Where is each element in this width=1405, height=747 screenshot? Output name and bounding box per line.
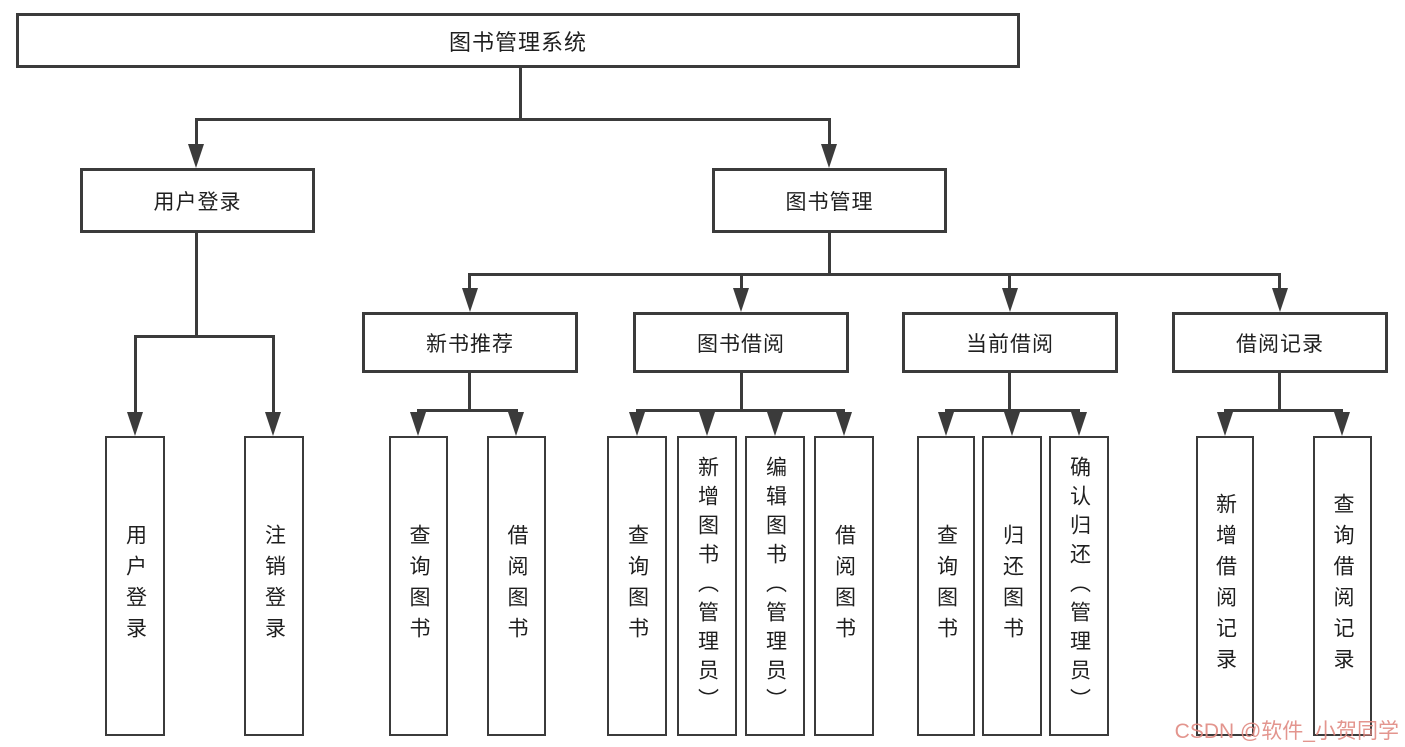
- node-borrow-records: 借阅记录: [1172, 312, 1388, 373]
- leaf-user-login: 用户登录: [105, 436, 165, 736]
- arrow-down-icon: [410, 412, 426, 436]
- leaf-newbook-borrow: 借阅图书: [487, 436, 546, 736]
- node-user-login: 用户登录: [80, 168, 315, 233]
- connector-borrow-drop: [740, 273, 743, 290]
- connector-borrow-stem: [740, 373, 743, 411]
- node-book-mgmt: 图书管理: [712, 168, 947, 233]
- connector-records-stem: [1278, 373, 1281, 411]
- arrow-down-icon: [508, 412, 524, 436]
- arrow-down-icon: [938, 412, 954, 436]
- node-new-book-recommend: 新书推荐: [362, 312, 578, 373]
- leaf-borrow-edit-admin: 编辑图书（管理员）: [745, 436, 805, 736]
- arrow-down-icon: [462, 288, 478, 312]
- connector-login-leaf2-drop: [272, 335, 275, 414]
- node-book-borrow-label: 图书借阅: [697, 332, 785, 356]
- leaf-current-query-label: 查询图书: [934, 524, 958, 648]
- arrow-down-icon: [1004, 412, 1020, 436]
- arrow-down-icon: [629, 412, 645, 436]
- node-new-book-label: 新书推荐: [426, 332, 514, 356]
- arrow-down-icon: [699, 412, 715, 436]
- connector-current-stem: [1008, 373, 1011, 411]
- leaf-borrow-add-admin-label: 新增图书（管理员）: [695, 455, 719, 717]
- arrow-down-icon: [836, 412, 852, 436]
- watermark: CSDN @软件_小贺同学: [1174, 720, 1399, 743]
- connector-login-leaf1-drop: [134, 335, 137, 414]
- leaf-records-add: 新增借阅记录: [1196, 436, 1254, 736]
- leaf-logout-label: 注销登录: [262, 524, 286, 648]
- arrow-down-icon: [821, 144, 837, 168]
- connector-login-split: [134, 335, 275, 338]
- connector-current-drop: [1008, 273, 1011, 290]
- node-borrow-records-label: 借阅记录: [1236, 332, 1324, 356]
- node-root: 图书管理系统: [16, 13, 1020, 68]
- arrow-down-icon: [1272, 288, 1288, 312]
- node-current-borrow: 当前借阅: [902, 312, 1118, 373]
- leaf-current-confirm-admin-label: 确认归还（管理员）: [1067, 455, 1091, 717]
- node-user-login-label: 用户登录: [153, 190, 242, 214]
- leaf-newbook-query: 查询图书: [389, 436, 448, 736]
- leaf-logout: 注销登录: [244, 436, 304, 736]
- arrow-down-icon: [767, 412, 783, 436]
- arrow-down-icon: [1334, 412, 1350, 436]
- leaf-current-return: 归还图书: [982, 436, 1042, 736]
- leaf-newbook-borrow-label: 借阅图书: [505, 524, 528, 648]
- connector-level2-split: [195, 118, 831, 121]
- connector-current-split: [945, 409, 1080, 412]
- leaf-newbook-query-label: 查询图书: [407, 524, 430, 648]
- connector-newbook-split: [417, 409, 518, 412]
- connector-level3-split: [468, 273, 1281, 276]
- node-current-borrow-label: 当前借阅: [966, 332, 1054, 356]
- leaf-user-login-label: 用户登录: [123, 524, 147, 648]
- arrow-down-icon: [1002, 288, 1018, 312]
- connector-newbook-drop: [468, 273, 471, 290]
- leaf-borrow-borrow: 借阅图书: [814, 436, 874, 736]
- connector-borrow-split: [636, 409, 845, 412]
- connector-records-drop: [1278, 273, 1281, 290]
- connector-records-split: [1224, 409, 1343, 412]
- leaf-current-return-label: 归还图书: [1000, 524, 1024, 648]
- connector-mgmt-drop: [828, 118, 831, 148]
- node-book-borrow: 图书借阅: [633, 312, 849, 373]
- arrow-down-icon: [127, 412, 143, 436]
- leaf-borrow-query: 查询图书: [607, 436, 667, 736]
- leaf-records-add-label: 新增借阅记录: [1213, 493, 1237, 679]
- leaf-records-query: 查询借阅记录: [1313, 436, 1372, 736]
- leaf-borrow-edit-admin-label: 编辑图书（管理员）: [763, 455, 787, 717]
- connector-newbook-stem: [468, 373, 471, 411]
- leaf-current-query: 查询图书: [917, 436, 975, 736]
- leaf-borrow-borrow-label: 借阅图书: [832, 524, 856, 648]
- arrow-down-icon: [1071, 412, 1087, 436]
- leaf-current-confirm-admin: 确认归还（管理员）: [1049, 436, 1109, 736]
- node-book-mgmt-label: 图书管理: [785, 190, 874, 214]
- connector-login-stem: [195, 233, 198, 337]
- connector-root-stem: [519, 68, 522, 118]
- arrow-down-icon: [265, 412, 281, 436]
- node-root-label: 图书管理系统: [448, 29, 587, 55]
- leaf-records-query-label: 查询借阅记录: [1331, 493, 1354, 679]
- leaf-borrow-add-admin: 新增图书（管理员）: [677, 436, 737, 736]
- arrow-down-icon: [1217, 412, 1233, 436]
- arrow-down-icon: [733, 288, 749, 312]
- arrow-down-icon: [188, 144, 204, 168]
- connector-mgmt-stem: [828, 233, 831, 275]
- leaf-borrow-query-label: 查询图书: [625, 524, 649, 648]
- connector-login-drop: [195, 118, 198, 148]
